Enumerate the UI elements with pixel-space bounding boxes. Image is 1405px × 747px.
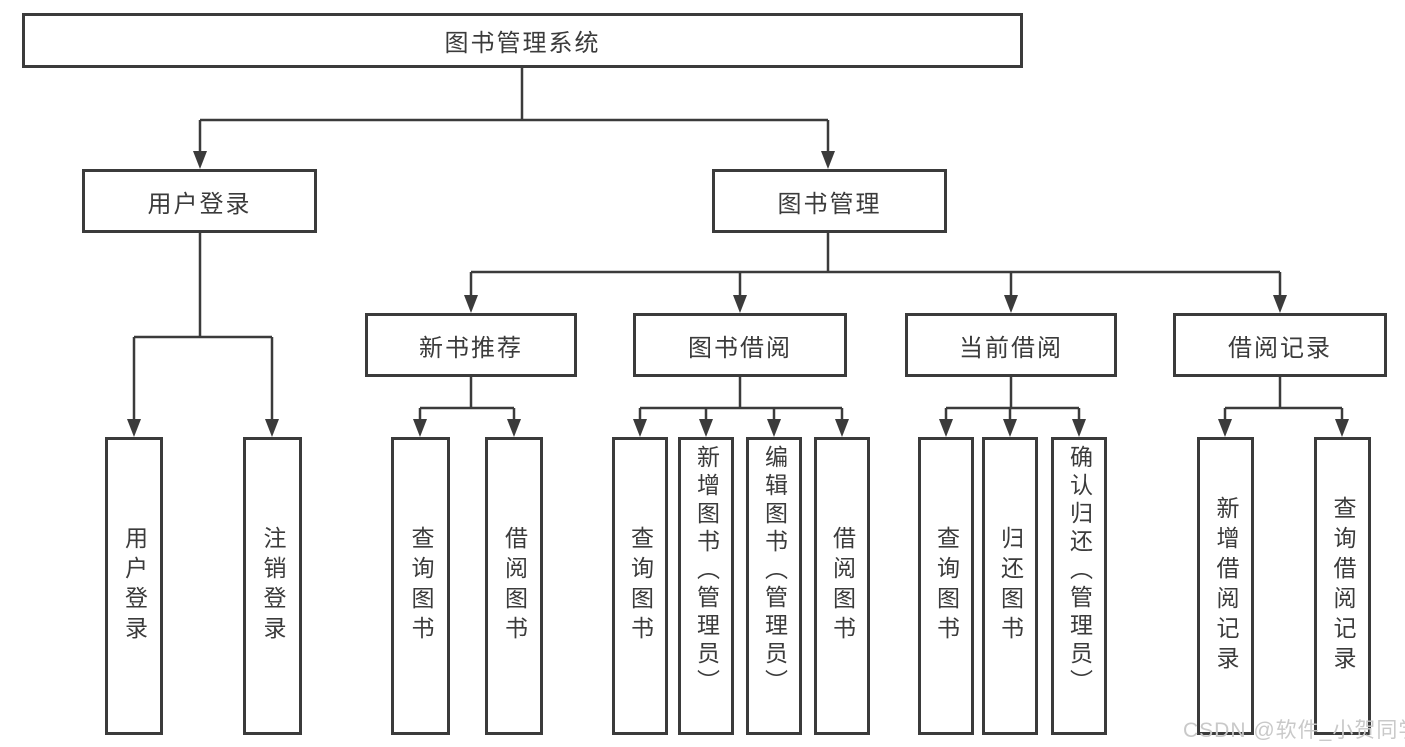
arrowhead-icon (1003, 419, 1017, 437)
node-query-borrow-record: 查询借阅记录 (1314, 437, 1371, 735)
node-user-login: 用户登录 (82, 169, 317, 233)
node-borrow-record: 借阅记录 (1173, 313, 1387, 377)
connector-new-book-group (413, 377, 521, 437)
node-label: 查询图书 (408, 526, 434, 646)
node-label: 注销登录 (260, 526, 286, 646)
node-label: 借阅图书 (501, 526, 528, 646)
node-book-borrow: 图书借阅 (633, 313, 847, 377)
node-label: 查询图书 (933, 526, 960, 646)
arrowhead-icon (1218, 419, 1232, 437)
arrowhead-icon (821, 151, 835, 169)
arrowhead-icon (1004, 295, 1018, 313)
arrowhead-icon (767, 419, 781, 437)
node-edit-books-admin: 编辑图书（管理员） (746, 437, 802, 735)
node-label: 确认归还（管理员） (1066, 445, 1093, 697)
arrowhead-icon (835, 419, 849, 437)
arrowhead-icon (633, 419, 647, 437)
node-query-books-current: 查询图书 (918, 437, 974, 735)
node-root-system: 图书管理系统 (22, 13, 1023, 68)
arrowhead-icon (193, 151, 207, 169)
node-label: 查询图书 (627, 526, 654, 646)
node-label: 借阅图书 (829, 526, 856, 646)
connector-book-management-to-level2 (464, 233, 1287, 313)
node-book-management: 图书管理 (712, 169, 947, 233)
arrowhead-icon (464, 295, 478, 313)
node-add-borrow-record: 新增借阅记录 (1197, 437, 1254, 735)
csdn-watermark: CSDN @软件_小贺同学 (1183, 719, 1405, 742)
node-borrow-books: 借阅图书 (814, 437, 870, 735)
connector-borrow-record-group (1218, 377, 1349, 437)
node-label: 用户登录 (121, 526, 148, 646)
arrowhead-icon (1072, 419, 1086, 437)
arrowhead-icon (1273, 295, 1287, 313)
node-return-books: 归还图书 (982, 437, 1038, 735)
node-user-login-action: 用户登录 (105, 437, 163, 735)
arrowhead-icon (127, 419, 141, 437)
node-label: 新增图书（管理员） (693, 445, 720, 697)
node-add-books-admin: 新增图书（管理员） (678, 437, 734, 735)
node-query-books-recommend: 查询图书 (391, 437, 450, 735)
arrowhead-icon (413, 419, 427, 437)
arrowhead-icon (1335, 419, 1349, 437)
connector-book-borrow-group (633, 377, 849, 437)
node-label: 归还图书 (997, 526, 1024, 646)
connector-current-borrow-group (939, 377, 1086, 437)
node-logout-action: 注销登录 (243, 437, 302, 735)
connector-user-login-group (127, 233, 279, 437)
arrowhead-icon (265, 419, 279, 437)
node-query-books-borrow: 查询图书 (612, 437, 668, 735)
arrowhead-icon (699, 419, 713, 437)
node-label: 编辑图书（管理员） (761, 445, 788, 697)
arrowhead-icon (733, 295, 747, 313)
node-borrow-books-recommend: 借阅图书 (485, 437, 543, 735)
node-label: 查询借阅记录 (1330, 496, 1356, 676)
node-new-book-recommend: 新书推荐 (365, 313, 577, 377)
arrowhead-icon (939, 419, 953, 437)
node-current-borrow: 当前借阅 (905, 313, 1117, 377)
connector-root-to-level1 (193, 68, 835, 169)
node-confirm-return-admin: 确认归还（管理员） (1051, 437, 1107, 735)
node-label: 新增借阅记录 (1213, 496, 1239, 676)
arrowhead-icon (507, 419, 521, 437)
